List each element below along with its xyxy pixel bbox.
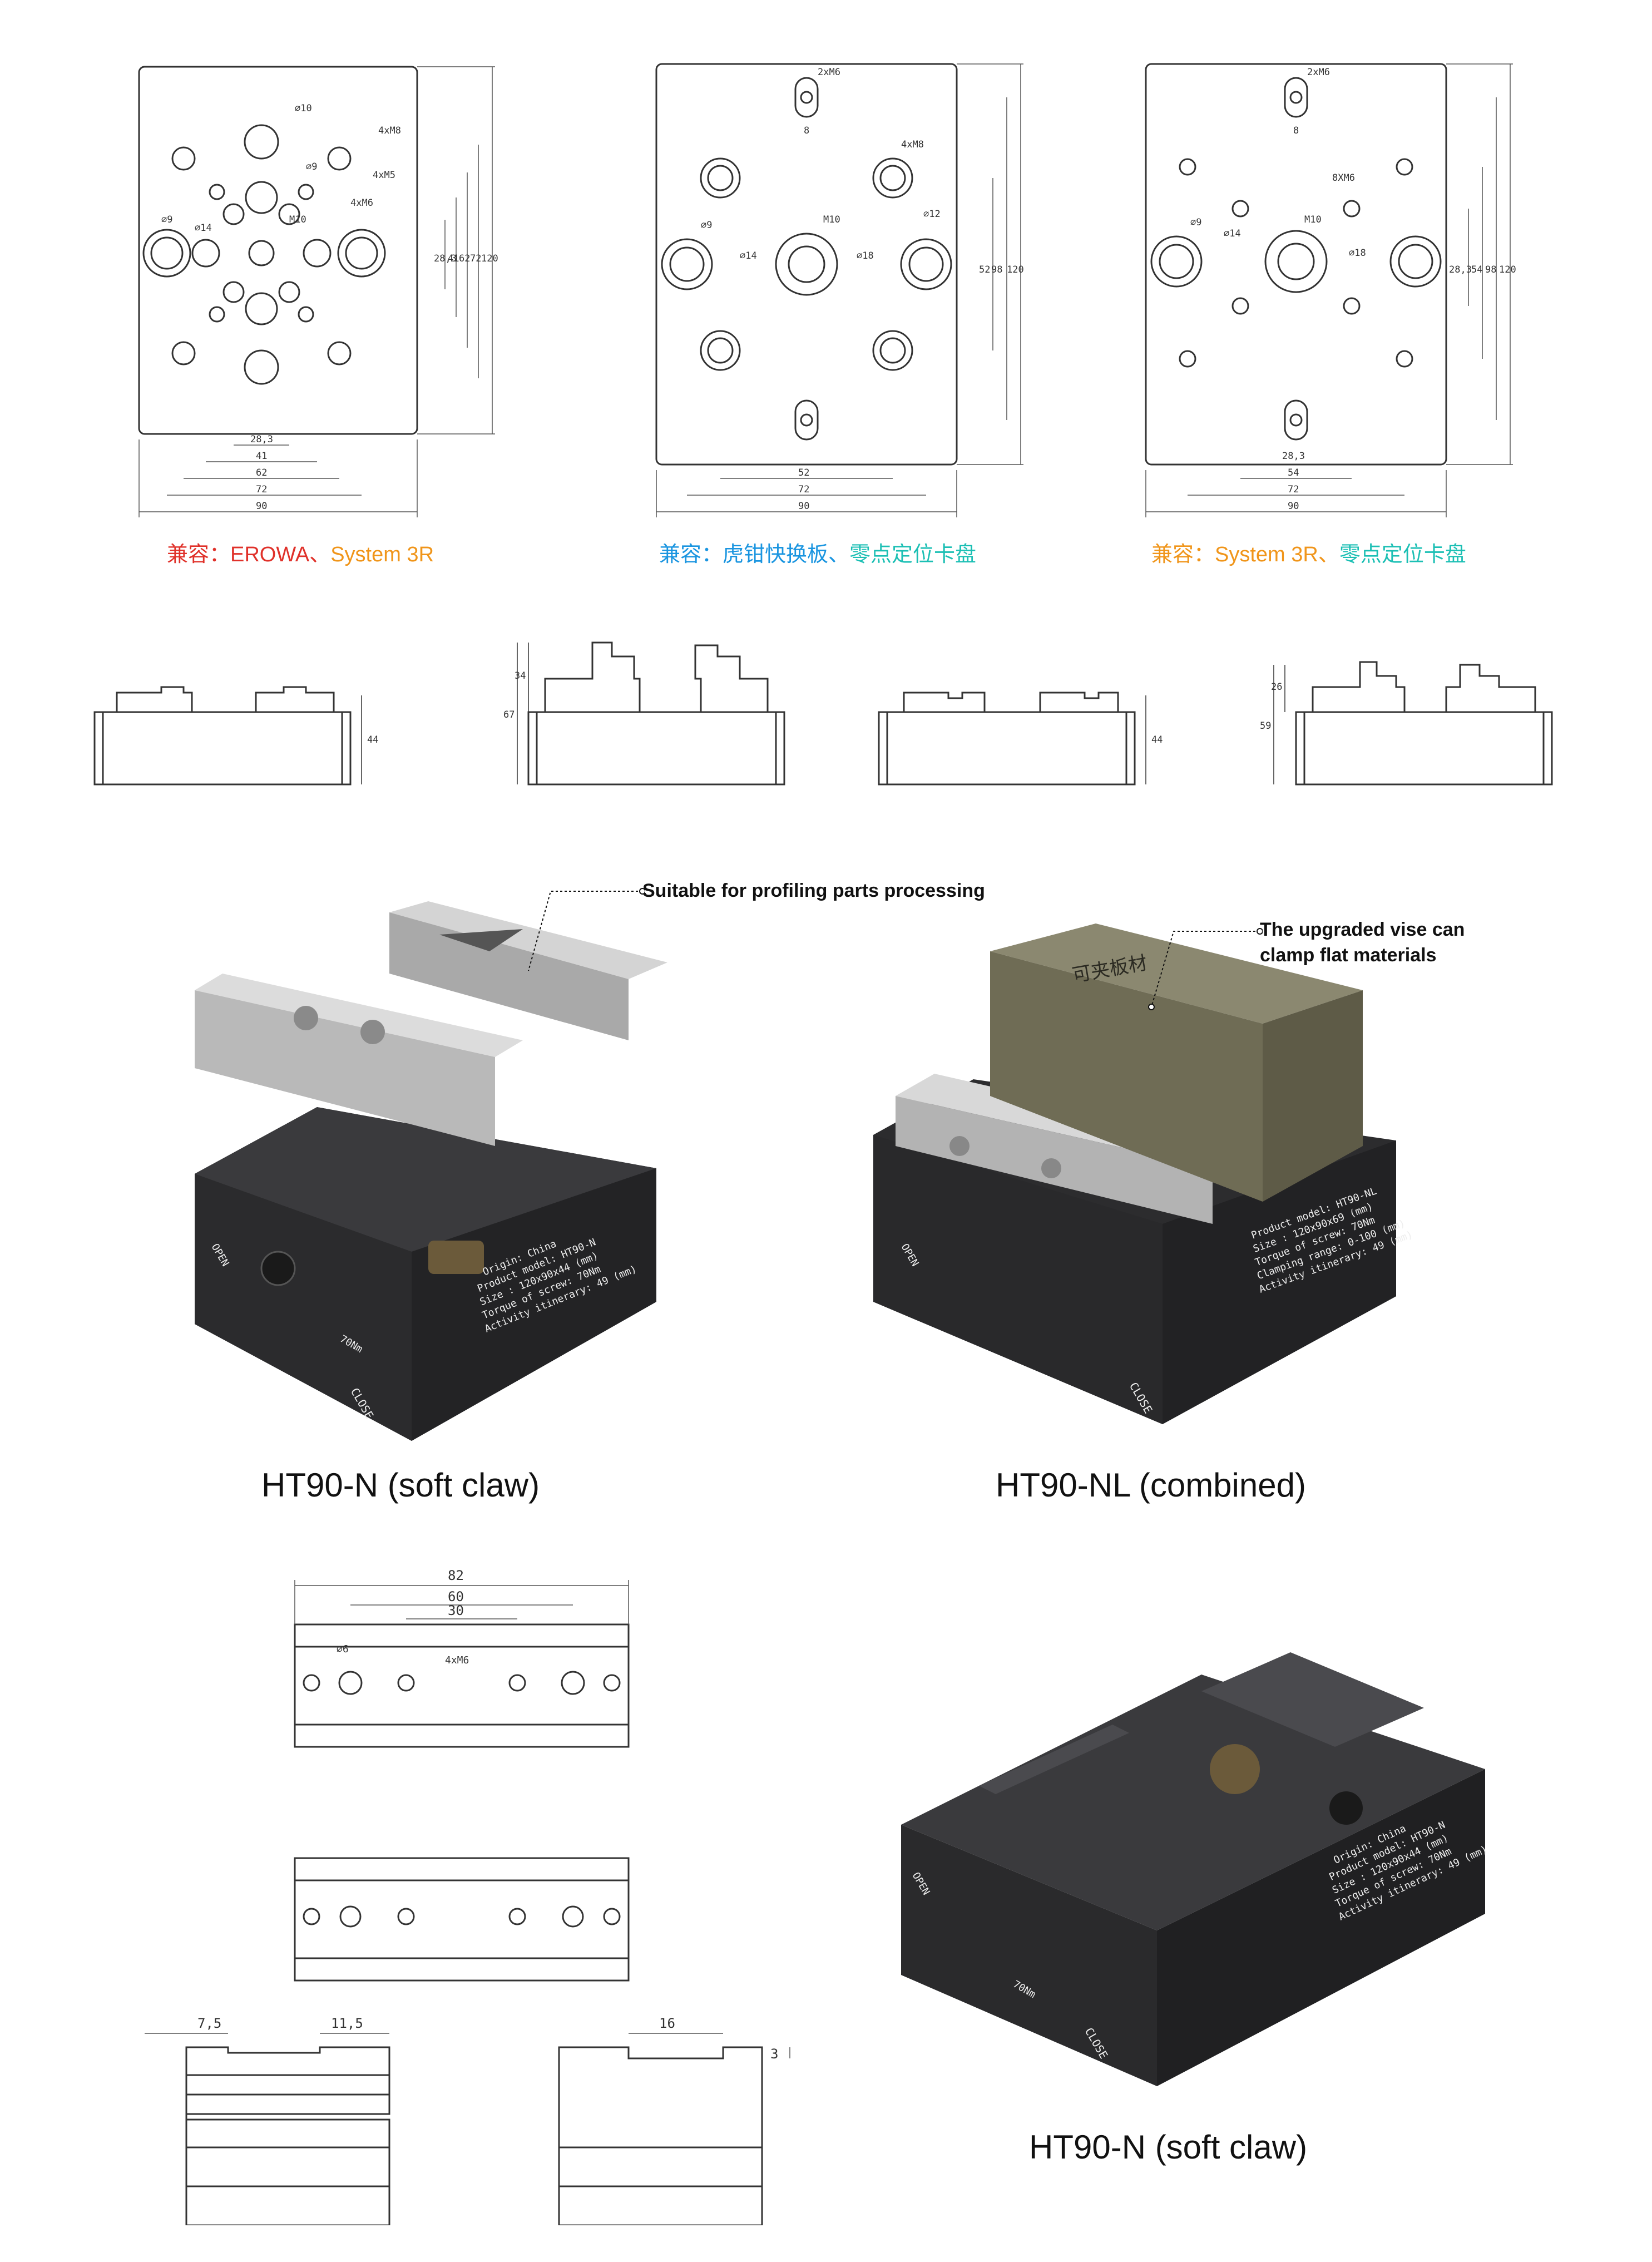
dim-text: 28,3	[1282, 451, 1305, 462]
dim-text: 4xM6	[445, 1654, 469, 1666]
product-render-ht90-n-exploded: Origin: China Product model: HT90-N Size…	[195, 901, 667, 1441]
compat-prefix: 兼容：	[1151, 543, 1215, 566]
compat-prefix: 兼容：	[659, 543, 723, 566]
dim-text: ⌀9	[161, 214, 172, 225]
compat-line-3: 兼容：System 3R、零点定位卡盘	[1151, 537, 1466, 567]
dim-text: ⌀12	[923, 209, 941, 220]
dim-text: 72	[798, 484, 809, 495]
dim-text: 54	[1471, 264, 1482, 275]
dim-text: 54	[1288, 467, 1299, 478]
dim-text: 52	[979, 264, 990, 275]
side-views: 44 67 34 44 59 26	[93, 641, 1553, 786]
dim-text: 11,5	[331, 2016, 363, 2031]
dim-text: 7,5	[197, 2016, 221, 2031]
dim-text: 2xM6	[818, 67, 840, 78]
dim-text: 98	[991, 264, 1002, 275]
dim-text: ⌀14	[195, 223, 212, 234]
dim-text: 3	[770, 2046, 778, 2062]
dim-text: ⌀9	[306, 161, 317, 172]
dim-text: 30	[448, 1603, 464, 1618]
compat-sep: 、	[1318, 543, 1339, 566]
compat-item: System 3R	[330, 543, 434, 566]
dim-text: ⌀9	[1190, 217, 1201, 228]
dim-text: 4xM5	[373, 170, 395, 181]
dim-text: 62	[256, 467, 267, 478]
dim-text: 2xM6	[1307, 67, 1330, 78]
dim-text: 60	[448, 1589, 464, 1604]
dim-text: ⌀14	[740, 250, 757, 261]
compat-line-2: 兼容：虎钳快换板、零点定位卡盘	[659, 537, 976, 567]
dim-text: 59	[1260, 720, 1271, 732]
compat-item: 零点定位卡盘	[1339, 543, 1466, 566]
compat-line-1: 兼容：EROWA、System 3R	[167, 537, 434, 567]
dim-text: ⌀18	[1349, 248, 1366, 259]
callout-line: clamp flat materials	[1260, 945, 1437, 966]
dim-text: 98	[1485, 264, 1496, 275]
dim-text: 52	[798, 467, 809, 478]
dim-text: 90	[1288, 501, 1299, 512]
compat-item: System 3R	[1215, 543, 1318, 566]
dim-text: ⌀14	[1224, 228, 1241, 239]
dim-text: 120	[1499, 264, 1516, 275]
dim-text: 62	[459, 253, 470, 264]
dim-text: ⌀6	[337, 1643, 349, 1655]
dim-text: 82	[448, 1568, 464, 1583]
dim-text: 4xM6	[350, 197, 373, 209]
callout-upgraded: The upgraded vise can clamp flat materia…	[1260, 917, 1465, 968]
dim-text: 72	[470, 253, 481, 264]
compat-sep: 、	[309, 543, 331, 566]
dim-text: 16	[659, 2016, 675, 2031]
dim-text: M10	[823, 214, 840, 225]
dim-text: 41	[256, 451, 267, 462]
jaw-drawings: 82 60 30 ⌀6 4xM6 7,5 11,5 16 3	[145, 1568, 790, 2225]
dim-text: M10	[1304, 214, 1322, 225]
dim-text: 90	[256, 501, 267, 512]
dim-text: 72	[256, 484, 267, 495]
plate-drawing-1: ⌀10 4xM8 ⌀9 4xM5 4xM6 ⌀9 ⌀14 M10 28,3 41…	[138, 66, 498, 517]
dim-text: 28,3	[434, 253, 457, 264]
dim-text: 28,3	[1449, 264, 1472, 275]
compat-item: EROWA	[230, 543, 310, 566]
dim-text: 4xM8	[378, 125, 401, 136]
dim-text: 44	[367, 734, 378, 745]
product-render-ht90-n: Origin: China Product model: HT90-N Size…	[901, 1652, 1489, 2086]
dim-text: ⌀10	[295, 103, 312, 114]
dim-text: 8	[1293, 125, 1299, 136]
callout-profiling: Suitable for profiling parts processing	[642, 880, 985, 901]
caption-ht90-nl: HT90-NL (combined)	[996, 1466, 1306, 1504]
plate-drawing-3: 2xM6 8 8XM6 ⌀9 M10 ⌀14 ⌀18 28,3 54 98 12…	[1145, 63, 1516, 517]
dim-text: 67	[503, 709, 515, 720]
dim-text: 41	[448, 253, 459, 264]
compat-item: 零点定位卡盘	[849, 543, 977, 566]
product-render-ht90-nl-combined: 可夹板材 Product model: HT90-NL Size : 120x9…	[873, 923, 1414, 1424]
dim-text: 28,3	[250, 434, 273, 445]
compat-sep: 、	[828, 543, 850, 566]
dim-text: 90	[798, 501, 809, 512]
callout-leader	[1148, 928, 1263, 1010]
dim-text: 4xM8	[901, 139, 924, 150]
dim-text: 120	[481, 253, 498, 264]
dim-text: M10	[289, 214, 306, 225]
dim-text: 26	[1271, 681, 1282, 693]
compat-prefix: 兼容：	[167, 543, 231, 566]
caption-ht90-n: HT90-N (soft claw)	[261, 1466, 540, 1504]
dim-text: 8	[804, 125, 809, 136]
dim-text: 44	[1151, 734, 1163, 745]
callout-line: The upgraded vise can	[1260, 919, 1465, 940]
dim-text: ⌀9	[701, 220, 712, 231]
compat-item: 虎钳快换板	[723, 543, 829, 566]
dim-text: 8XM6	[1332, 172, 1355, 184]
dim-text: ⌀18	[857, 250, 874, 261]
dim-text: 120	[1007, 264, 1024, 275]
dim-text: 72	[1288, 484, 1299, 495]
caption-ht90-n-bottom: HT90-N (soft claw)	[1029, 2128, 1308, 2166]
plate-drawing-2: 2xM6 8 4xM8 ⌀12 ⌀9 M10 ⌀14 ⌀18 52 98 120…	[655, 63, 1024, 517]
dim-text: 34	[515, 670, 526, 681]
callout-leader	[528, 888, 645, 971]
